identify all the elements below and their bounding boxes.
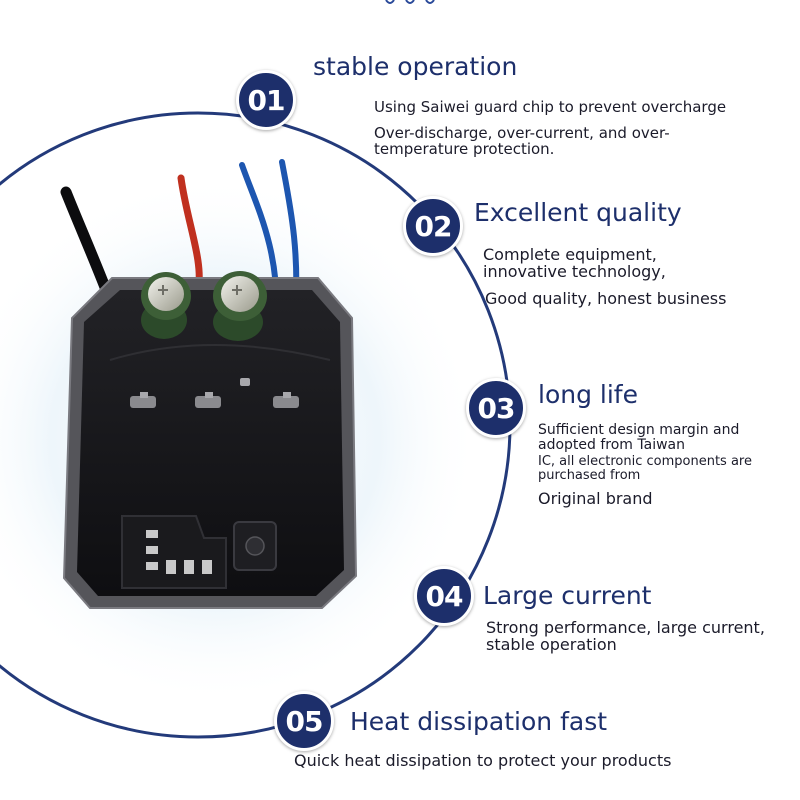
feature-title: Large current — [483, 581, 652, 610]
feature-description-line: Using Saiwei guard chip to prevent overc… — [374, 98, 727, 116]
feature-description-line: innovative technology, — [483, 262, 666, 281]
feature-description-line: Original brand — [538, 489, 653, 508]
feature-description-line: Over-discharge, over-current, and over- — [374, 124, 670, 142]
controller-board — [62, 271, 358, 609]
feature-description-line: Strong performance, large current, — [486, 618, 765, 637]
top-decoration — [385, 0, 435, 4]
feature-number-badge: 02 — [403, 196, 463, 256]
solder-pads — [130, 396, 299, 408]
feature-description-line: IC, all electronic components are — [538, 454, 752, 469]
feature-title: long life — [538, 380, 638, 409]
feature-number-badge: 05 — [274, 691, 334, 751]
feature-number-badge: 03 — [466, 378, 526, 438]
feature-description-line: Complete equipment, — [483, 245, 657, 264]
tact-switch — [233, 521, 277, 571]
feature-title: Excellent quality — [474, 198, 682, 227]
feature-description-line: Quick heat dissipation to protect your p… — [294, 751, 672, 770]
feature-title: Heat dissipation fast — [350, 707, 608, 736]
feature-description-line: purchased from — [538, 468, 641, 483]
feature-description-line: stable operation — [486, 635, 617, 654]
feature-description-line: adopted from Taiwan — [538, 437, 685, 453]
feature-title: stable operation — [313, 52, 518, 81]
feature-number-badge: 01 — [236, 70, 296, 130]
chip-area — [121, 515, 227, 589]
feature-description-line: Good quality, honest business — [485, 289, 727, 308]
feature-description-line: Sufficient design margin and — [538, 422, 740, 438]
feature-number-badge: 04 — [414, 566, 474, 626]
capacitor-right — [213, 271, 267, 341]
capacitor-left — [141, 272, 191, 339]
feature-description-line: temperature protection. — [374, 140, 555, 158]
